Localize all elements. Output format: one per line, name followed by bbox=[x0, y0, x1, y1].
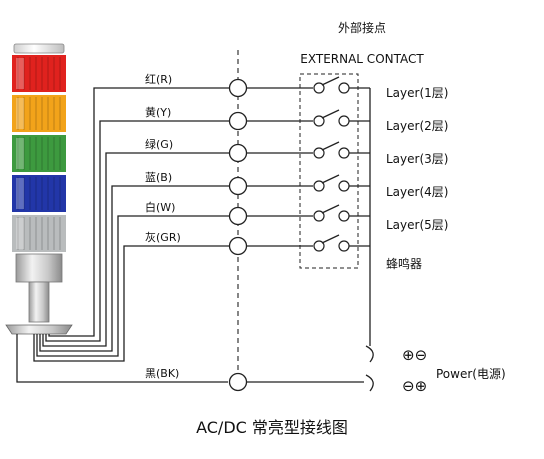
wire-label-black: 黑(BK) bbox=[145, 367, 179, 380]
power-terminal-top bbox=[365, 345, 374, 363]
tower-tier-orange bbox=[12, 95, 66, 132]
output-label-buzzer: 蜂鸣器 bbox=[386, 256, 422, 271]
tower-body bbox=[15, 253, 63, 283]
wire-green bbox=[42, 152, 238, 347]
terminal-block bbox=[228, 78, 248, 392]
relay-contact-4 bbox=[313, 174, 350, 192]
terminal-green bbox=[228, 143, 248, 163]
tower-tier-gray bbox=[12, 215, 66, 252]
terminal-blue bbox=[228, 176, 248, 196]
relay-contact-1 bbox=[313, 76, 350, 94]
tower-tier-ribs bbox=[16, 57, 61, 250]
output-label-layer2: Layer(2层) bbox=[386, 119, 448, 133]
wire-blue bbox=[39, 185, 238, 352]
tier-highlight bbox=[16, 218, 24, 249]
relay-contact-5 bbox=[313, 204, 350, 222]
tower-cap bbox=[13, 43, 65, 54]
wire-label-white: 白(W) bbox=[145, 200, 175, 214]
tier-highlight bbox=[16, 98, 24, 129]
tower-tier-red bbox=[12, 55, 66, 92]
diagram-caption: AC/DC 常亮型接线图 bbox=[196, 418, 348, 437]
header-title-en: EXTERNAL CONTACT bbox=[300, 52, 424, 66]
wire-label-yellow: 黄(Y) bbox=[145, 105, 171, 119]
tower-tier-blue bbox=[12, 175, 66, 212]
power-polarity-bottom: ⊖⊕ bbox=[402, 377, 427, 395]
tower-pole bbox=[28, 281, 50, 323]
terminal-red bbox=[228, 78, 248, 98]
common-bus bbox=[247, 87, 371, 383]
power-terminals: ⊕⊖ ⊖⊕ Power(电源) bbox=[365, 345, 506, 395]
power-polarity-top: ⊕⊖ bbox=[402, 346, 427, 364]
header-title-cn: 外部接点 bbox=[338, 20, 386, 35]
terminal-yellow bbox=[228, 111, 248, 131]
tower-base bbox=[5, 324, 73, 335]
relay-contacts bbox=[313, 76, 350, 252]
signal-tower-lamp bbox=[5, 43, 73, 335]
wire-white bbox=[36, 215, 238, 357]
tower-tier-green bbox=[12, 135, 66, 172]
power-label: Power(电源) bbox=[436, 367, 506, 381]
output-label-layer4: Layer(4层) bbox=[386, 185, 448, 199]
wire-label-gray: 灰(GR) bbox=[145, 230, 181, 244]
output-label-layer1: Layer(1层) bbox=[386, 86, 448, 100]
tier-highlight bbox=[16, 178, 24, 209]
wire-label-blue: 蓝(B) bbox=[145, 171, 172, 184]
terminal-white bbox=[228, 206, 248, 226]
external-contact-box bbox=[299, 73, 359, 269]
wire-label-green: 绿(G) bbox=[145, 137, 173, 151]
output-label-layer5: Layer(5层) bbox=[386, 218, 448, 232]
wire-yellow bbox=[45, 120, 238, 342]
wire-label-red: 红(R) bbox=[145, 73, 172, 86]
relay-contact-3 bbox=[313, 141, 350, 159]
wire-red bbox=[48, 87, 238, 337]
tier-highlight bbox=[16, 58, 24, 89]
terminal-black bbox=[228, 372, 248, 392]
output-label-layer3: Layer(3层) bbox=[386, 152, 448, 166]
relay-contact-6 bbox=[313, 234, 350, 252]
wire-black bbox=[16, 334, 228, 383]
power-terminal-bottom bbox=[365, 374, 374, 392]
tier-highlight bbox=[16, 138, 24, 169]
relay-contact-2 bbox=[313, 109, 350, 127]
terminal-gray bbox=[228, 236, 248, 256]
wire-gray bbox=[33, 245, 238, 362]
wire-group bbox=[16, 87, 238, 383]
